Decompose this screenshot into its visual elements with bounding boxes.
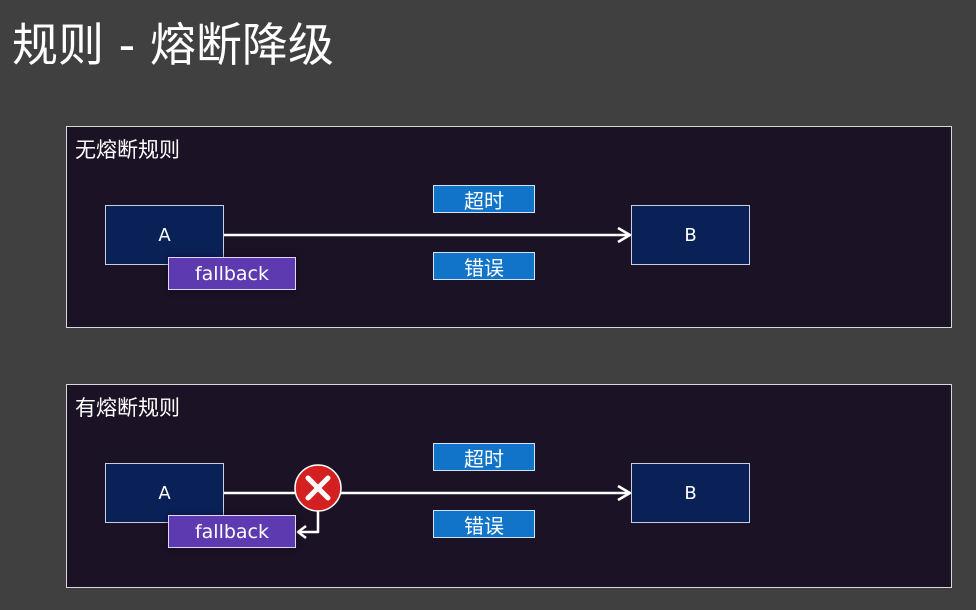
node-a: A: [105, 463, 224, 523]
timeout-tag: 超时: [433, 443, 535, 471]
close-icon: [294, 464, 342, 512]
node-a: A: [105, 205, 224, 265]
node-a-label: A: [158, 482, 171, 504]
timeout-tag: 超时: [433, 185, 535, 213]
node-b: B: [631, 463, 750, 523]
timeout-tag-label: 超时: [464, 188, 504, 213]
node-a-label: A: [158, 224, 171, 246]
panel-with-circuit-breaker: 有熔断规则 A B fallback 超时 错误: [66, 384, 952, 588]
fallback-return-arrow: [299, 505, 320, 534]
panel-label: 有熔断规则: [75, 396, 180, 420]
fallback-box: fallback: [168, 515, 296, 548]
node-b-label: B: [684, 224, 697, 246]
node-b: B: [631, 205, 750, 265]
error-tag: 错误: [433, 252, 535, 280]
timeout-tag-label: 超时: [464, 446, 504, 471]
error-tag: 错误: [433, 510, 535, 538]
fallback-label: fallback: [194, 520, 270, 543]
call-arrow: [224, 464, 632, 539]
error-tag-label: 错误: [464, 513, 504, 538]
panel-label: 无熔断规则: [75, 138, 180, 162]
node-b-label: B: [684, 482, 697, 504]
slide-title: 规则 - 熔断降级: [12, 18, 334, 72]
fallback-label: fallback: [194, 262, 270, 285]
panel-no-circuit-breaker: 无熔断规则 A B fallback 超时 错误: [66, 126, 952, 328]
fallback-box: fallback: [168, 257, 296, 290]
call-arrow: [224, 226, 632, 244]
error-tag-label: 错误: [464, 255, 504, 280]
